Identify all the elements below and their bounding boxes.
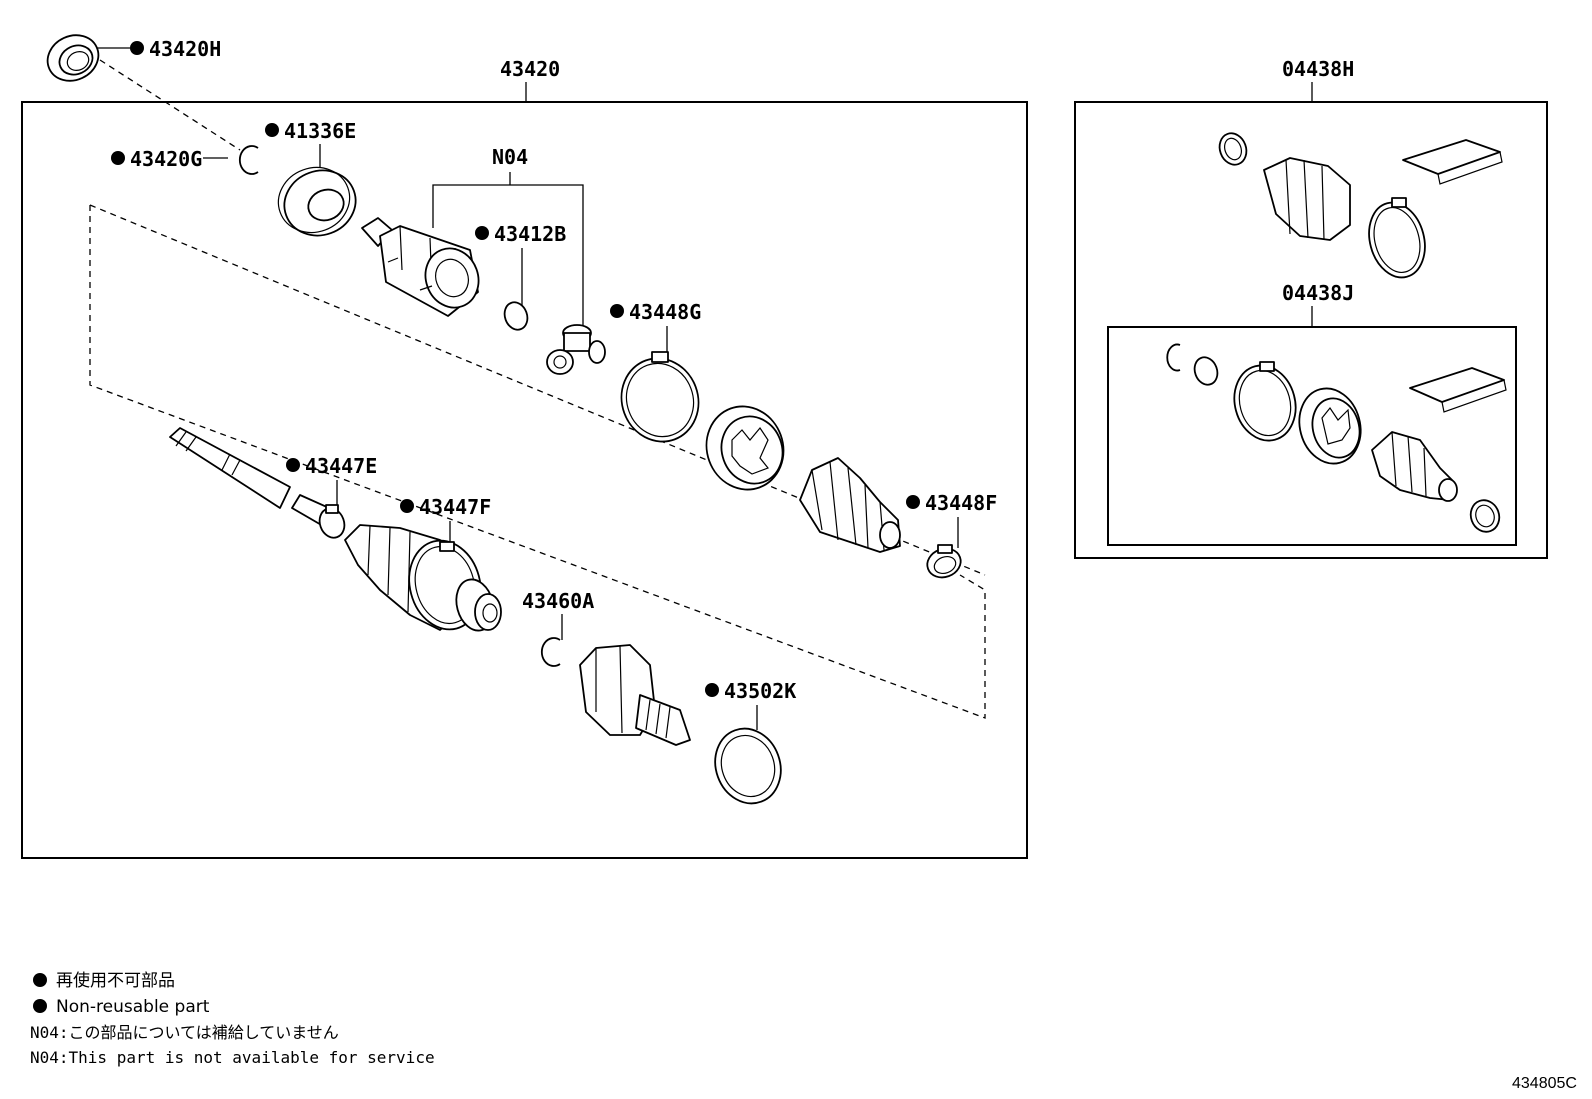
nonreusable-dot-icon (130, 41, 144, 55)
tripod-drawing (546, 324, 606, 375)
nonreusable-dot-icon (475, 226, 489, 240)
svg-text:43412B: 43412B (494, 222, 566, 246)
seal-outboard-drawing (714, 727, 782, 805)
callout-43502k: 43502K (705, 679, 796, 730)
svg-text:04438J: 04438J (1282, 281, 1354, 305)
nonreusable-dot-icon (286, 458, 300, 472)
callout-43420g: 43420G (111, 147, 228, 171)
nonreusable-dot-icon (705, 683, 719, 697)
legend: 再使用不可部品 Non-reusable part N04:この部品については補… (30, 970, 435, 1067)
snap-ring-small-drawing (503, 301, 529, 331)
snap-ring-outer-drawing (540, 637, 561, 667)
dashed-seal-link (99, 59, 241, 151)
svg-text:N04: N04 (492, 145, 528, 169)
svg-text:43447F: 43447F (419, 495, 491, 519)
inboard-boot-drawing (799, 457, 901, 553)
legend-dot-icon (33, 973, 47, 987)
callout-n04: N04 (432, 145, 584, 325)
svg-text:43502K: 43502K (724, 679, 796, 703)
callout-43412b: 43412B (475, 222, 566, 305)
nonreusable-dot-icon (400, 499, 414, 513)
assembly-frame-main (21, 101, 1028, 859)
callout-43448f: 43448F (906, 491, 997, 548)
callout-43420: 43420 (500, 57, 560, 81)
svg-text:43447E: 43447E (305, 454, 377, 478)
boot-clamp-large-inner-drawing (620, 351, 700, 443)
callout-43447e: 43447E (286, 454, 377, 508)
svg-text:43448F: 43448F (925, 491, 997, 515)
dashed-shaft-group-lower (89, 205, 986, 719)
callout-43447f: 43447F (400, 495, 491, 548)
callout-43448g: 43448G (610, 300, 701, 356)
legend-jp-nonreusable: 再使用不可部品 (56, 970, 175, 991)
nonreusable-dot-icon (111, 151, 125, 165)
damper-drawing (705, 405, 785, 491)
callout-41336e: 41336E (265, 119, 356, 168)
legend-en-nonreusable: Non-reusable part (56, 997, 210, 1017)
boot-kit-outboard-drawing (1166, 343, 1507, 533)
callout-04438j: 04438J (1282, 281, 1354, 305)
nonreusable-dot-icon (906, 495, 920, 509)
legend-dot-icon (33, 999, 47, 1013)
outboard-race-drawing (455, 578, 502, 632)
legend-en-note: N04:This part is not available for servi… (30, 1048, 435, 1067)
callout-43420h: 43420H (97, 37, 221, 61)
svg-text:43420: 43420 (500, 57, 560, 81)
outboard-joint-drawing (579, 644, 691, 746)
callout-04438h: 04438H (1282, 57, 1354, 81)
legend-jp-note: N04:この部品については補給していません (30, 1023, 339, 1042)
drive-shaft-drawing (169, 427, 339, 531)
nonreusable-dot-icon (265, 123, 279, 137)
dust-deflector-drawing (277, 166, 357, 237)
nonreusable-dot-icon (610, 304, 624, 318)
svg-text:43420H: 43420H (149, 37, 221, 61)
boot-kit-frame-inboard (1074, 101, 1548, 559)
leader-n04 (432, 184, 584, 325)
callout-43460a: 43460A (522, 589, 594, 640)
seal-outer-drawing (46, 34, 100, 82)
diagram-code: 434805C (1512, 1075, 1577, 1092)
inboard-joint-housing-drawing (361, 217, 480, 317)
svg-text:43420G: 43420G (130, 147, 202, 171)
boot-kit-inboard-drawing (1218, 132, 1503, 279)
svg-text:04438H: 04438H (1282, 57, 1354, 81)
svg-text:41336E: 41336E (284, 119, 356, 143)
boot-clamp-small-outer-drawing (318, 504, 346, 539)
svg-text:43460A: 43460A (522, 589, 594, 613)
boot-clamp-small-inner-drawing (926, 544, 962, 579)
svg-text:43448G: 43448G (629, 300, 701, 324)
snap-ring-inner-drawing (238, 145, 259, 175)
